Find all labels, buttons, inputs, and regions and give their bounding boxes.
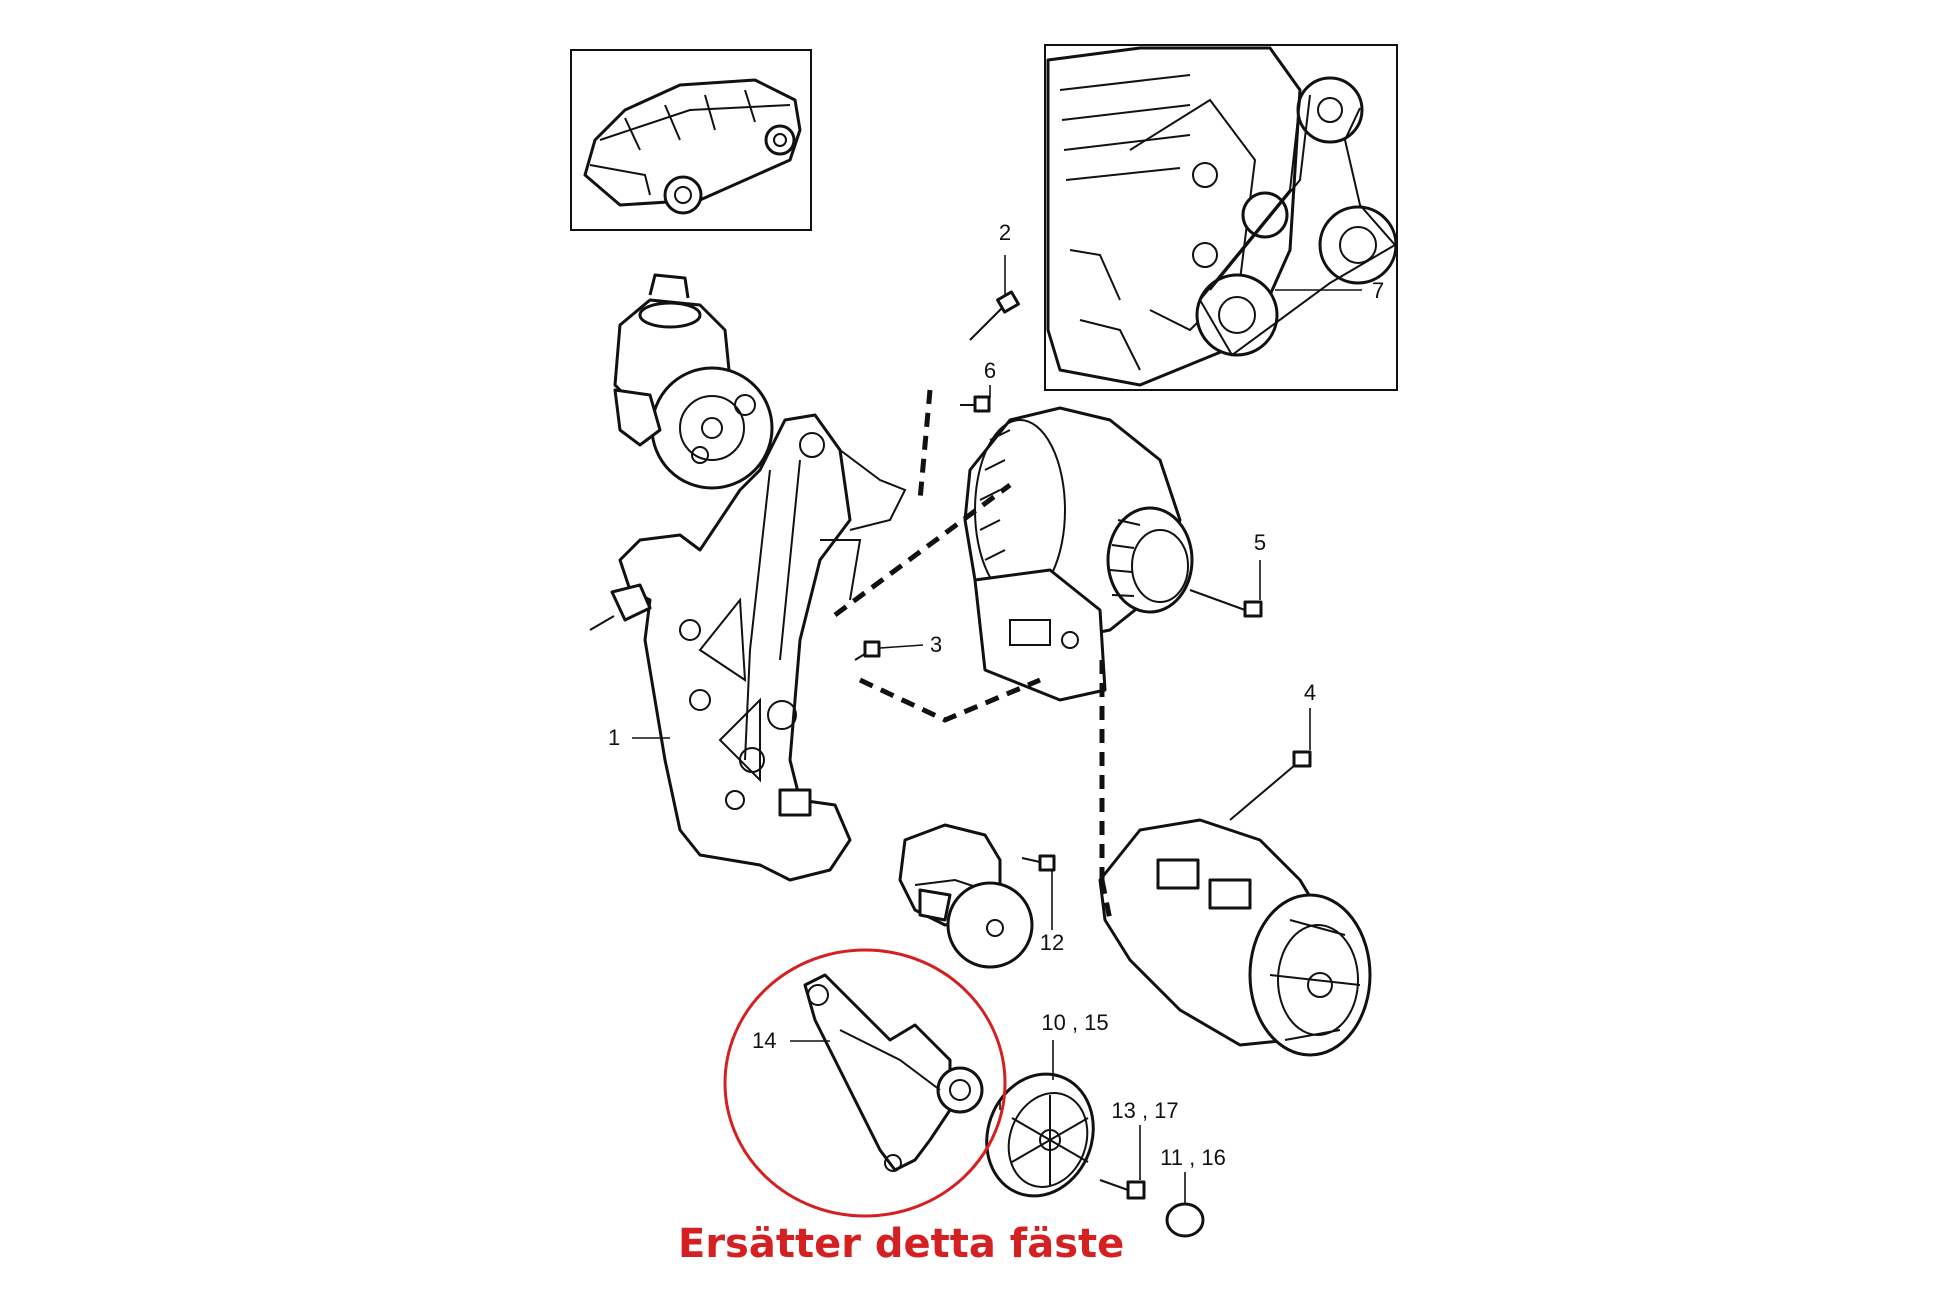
ac-compressor: [1098, 818, 1372, 1057]
callout-1: 1: [608, 725, 620, 750]
pulley-cap: [1165, 1202, 1205, 1238]
replacement-caption: Ersätter detta fäste: [678, 1221, 1124, 1267]
bolt-3: [854, 640, 881, 661]
pulley-bolt: [1099, 1179, 1146, 1200]
power-steering-pump: [613, 273, 774, 490]
callout-10-15: 10 , 15: [1041, 1010, 1108, 1035]
vehicle-thumbnail: [570, 49, 812, 231]
leader-lines: [632, 255, 1311, 1204]
assembly-lines: [833, 389, 1113, 921]
engine-belt-inset: [1044, 44, 1398, 391]
callout-11-16: 11 , 16: [1160, 1145, 1226, 1170]
main-bracket: [589, 413, 907, 882]
bolt-12: [1021, 854, 1056, 872]
idler-pulley: [985, 1072, 1095, 1198]
bolt-2: [969, 290, 1020, 341]
callout-4: 4: [1304, 680, 1316, 705]
callout-13-17: 13 , 17: [1111, 1098, 1178, 1123]
bolt-5: [1189, 589, 1263, 618]
callout-7: 7: [1372, 278, 1384, 303]
alternator: [963, 406, 1194, 702]
belt-tensioner: [898, 823, 1034, 969]
callout-6: 6: [984, 358, 996, 383]
bolt-4: [1229, 750, 1312, 821]
replacement-bracket: [803, 973, 984, 1172]
callout-14: 14: [752, 1028, 776, 1053]
callout-5: 5: [1254, 530, 1266, 555]
callout-2: 2: [999, 220, 1011, 245]
callout-3: 3: [930, 632, 942, 657]
callout-12: 12: [1040, 930, 1064, 955]
highlight-circle: [723, 948, 1007, 1218]
bolt-6: [960, 395, 991, 413]
